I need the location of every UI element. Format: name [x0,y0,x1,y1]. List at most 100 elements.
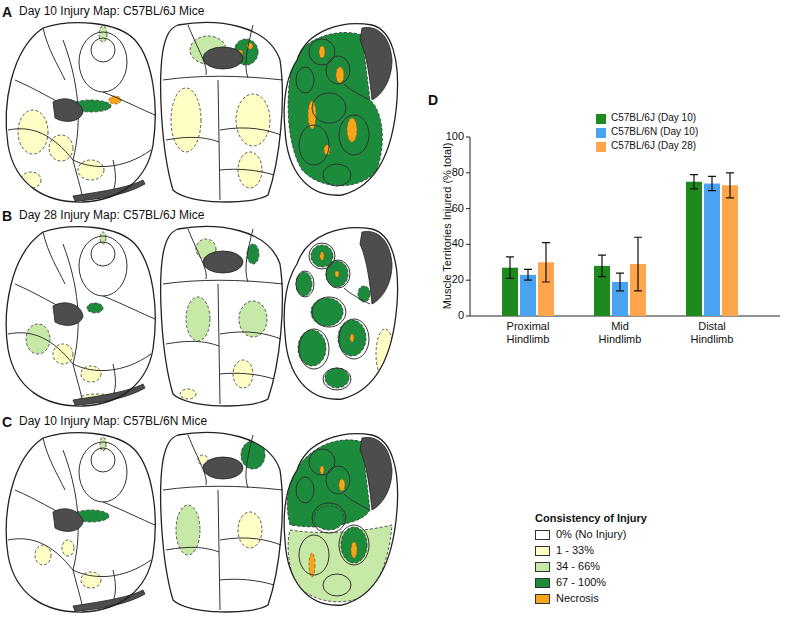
injury-patch [238,512,262,548]
muscle-boundary [73,560,151,577]
bar [704,184,720,316]
legend-text: 67 - 100% [556,576,606,589]
series-swatch [596,114,606,124]
muscle-outline [296,67,314,93]
muscle-outline [312,93,346,123]
error-bar [726,173,734,198]
legend-text: 1 - 33% [556,544,594,557]
muscle-boundary [220,169,274,175]
legend-text: 0% (No Injury) [556,528,626,541]
muscle-boundary [166,547,219,552]
bone-shape [203,47,243,69]
muscle-outline [326,466,350,494]
tick-label: 40 [452,237,464,250]
panel-letter: A [2,4,12,20]
error-bar [598,255,606,276]
bone-shape [203,457,243,479]
limb-outline [284,228,397,399]
necrosis-patch [351,542,357,558]
muscle-boundary [218,490,220,610]
legend-text: Necrosis [556,592,599,605]
muscle-outline [296,271,314,297]
muscle-boundary [8,539,73,570]
muscle-boundary [246,435,253,488]
muscle-outline [326,260,350,288]
error-bar [616,273,624,291]
muscle-boundary [8,129,73,160]
injury-patch [99,26,107,42]
injury-patch [241,441,265,469]
muscle-boundary [8,333,73,364]
necrosis-patch [320,252,324,260]
panel-title: Day 10 Injury Map: C57BL/6J Mice [19,5,204,19]
muscle-boundary [103,296,155,319]
necrosis-patch [350,334,354,342]
error-bar [690,175,698,189]
injury-swatch [535,546,550,556]
limb-outline [161,23,283,202]
bone-shape [360,437,392,510]
limb-ground [161,23,283,202]
muscle-boundary [43,232,65,284]
error-bar [506,257,514,278]
injury-patch [78,160,104,180]
injury-patch [100,437,106,451]
muscle-outline [91,38,115,62]
series-swatch [596,128,606,138]
panel-letter: D [428,92,438,108]
muscle-outline [323,164,351,186]
injury-patch [62,540,74,556]
axis-tick [466,172,470,173]
muscle-boundary [166,137,219,142]
limb-section [161,433,283,612]
axis-tick [466,137,470,138]
muscle-outline [79,32,127,92]
muscle-outline [299,125,329,165]
muscle-boundary [246,229,253,282]
necrosis-patch [335,271,339,277]
panel-title: Day 10 Injury Map: C57BL/6N Mice [19,415,207,429]
injury-patch [87,303,103,313]
bone-shape [53,303,83,326]
muscle-boundary [188,25,206,75]
muscle-boundary [43,438,65,490]
muscle-boundary [218,284,220,404]
muscle-boundary [73,354,151,371]
injury-patch [171,88,201,152]
limb-section [6,23,155,202]
limb-outline [161,227,283,406]
muscle-boundary [103,92,155,115]
muscle-boundary [188,229,206,279]
bone-shape [360,27,392,100]
limb-section [284,228,397,399]
limb-ground [6,227,155,406]
axis-title: Muscle Territories Injured (% total) [441,143,454,310]
injury-swatch [535,594,550,604]
muscle-outline [79,236,127,296]
injury-patch [288,525,392,602]
bone-shape [360,231,392,304]
muscle-outline [312,503,346,533]
muscle-outline [91,448,115,472]
limb-ground [161,433,283,612]
error-bar [542,243,550,282]
tick-label: 100 [446,130,464,143]
injury-patch [49,135,73,161]
limb-ground [6,433,155,612]
necrosis-patch [320,466,324,474]
muscle-boundary [344,494,370,510]
muscle-boundary [166,341,219,346]
bone-shape [53,509,83,532]
legend-text: C57BL/6N (Day 10) [611,126,698,138]
category-label: Mid Hindlimb [589,320,651,345]
muscle-outline [323,368,351,390]
bar [722,185,738,316]
axis-tick [466,280,470,281]
injury-patch [325,368,349,388]
muscle-outline [312,297,346,327]
axis-tick [466,316,470,317]
limb-section [284,434,397,605]
error-bar [634,237,642,291]
limb-outline [6,227,155,406]
